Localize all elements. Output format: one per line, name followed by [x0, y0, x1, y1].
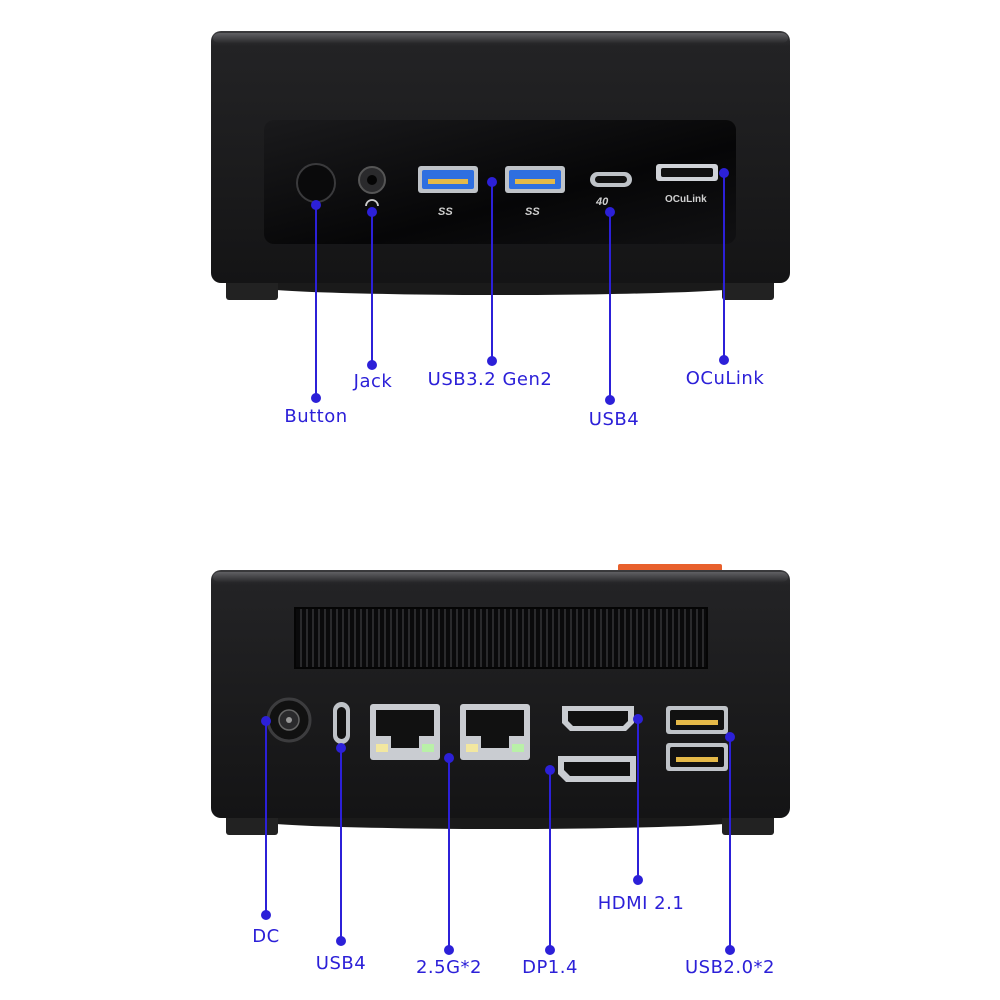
ss-logo-2: SS — [525, 206, 540, 218]
label-dc: DC — [252, 926, 280, 947]
power-button[interactable] — [296, 163, 336, 203]
oculink-mark: OCuLink — [665, 194, 707, 205]
front-foot-left — [226, 280, 278, 300]
front-foot-right — [722, 280, 774, 300]
label-oculink: OCuLink — [685, 368, 765, 389]
label-usb32: USB3.2 Gen2 — [427, 369, 553, 390]
rj45-port-1 — [370, 704, 440, 760]
label-dp: DP1.4 — [522, 957, 578, 978]
usb-a-port-2 — [505, 166, 565, 193]
rear-unit — [211, 564, 790, 955]
label-usb4-front: USB4 — [588, 409, 640, 430]
rj45-port-2 — [460, 704, 530, 760]
label-lan: 2.5G*2 — [415, 957, 483, 978]
headphone-icon — [365, 199, 379, 207]
label-usb4-rear: USB4 — [315, 953, 367, 974]
usb-a-rear-1 — [666, 706, 728, 734]
ss-logo-1: SS — [438, 206, 453, 218]
label-button: Button — [284, 406, 348, 427]
usb-a-port-1 — [418, 166, 478, 193]
usb-a-rear-2 — [666, 743, 728, 771]
rear-foot-right — [722, 815, 774, 835]
front-glass-panel — [264, 120, 736, 244]
usb4-40-mark: 40 — [595, 196, 609, 208]
label-usb20: USB2.0*2 — [684, 957, 776, 978]
front-unit: SS SS 40 OCuLink — [211, 31, 790, 405]
vent-grille — [294, 607, 708, 669]
label-hdmi: HDMI 2.1 — [597, 893, 685, 914]
label-jack: Jack — [353, 371, 393, 392]
